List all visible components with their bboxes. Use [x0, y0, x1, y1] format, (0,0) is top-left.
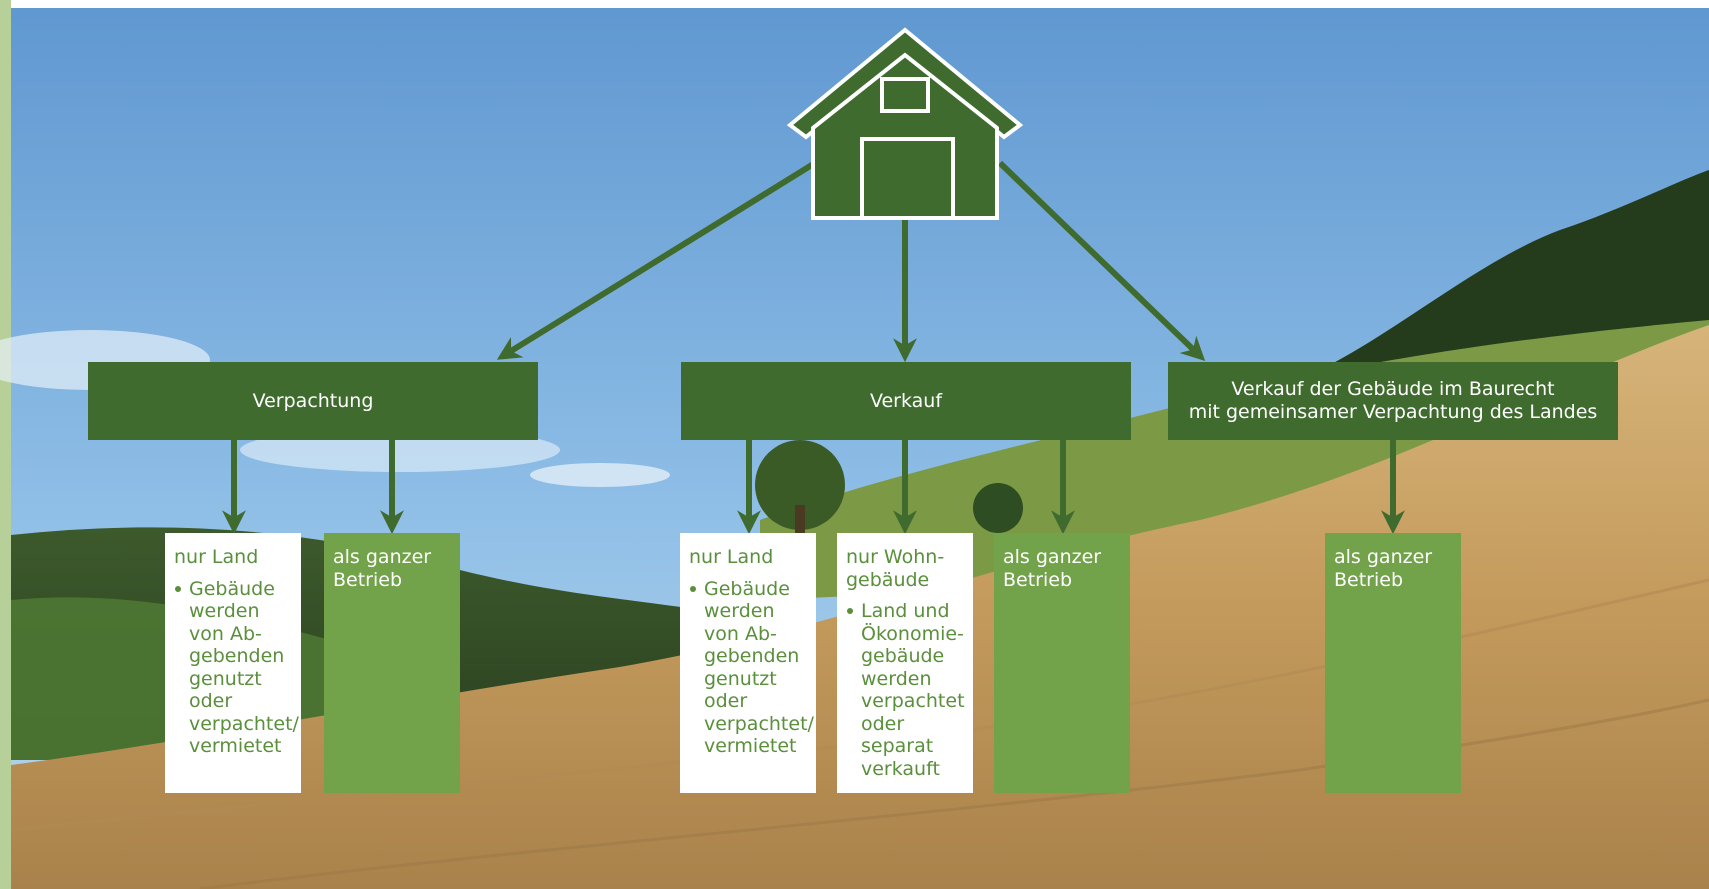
- connector-arrows: [222, 160, 1405, 535]
- leaf-title: als ganzer Betrieb: [1334, 546, 1433, 591]
- branch-title-verkauf: Verkauf: [869, 389, 943, 412]
- branch-title-verpachtung: Verpachtung: [252, 389, 374, 412]
- leaf-verpachtung-ganzer-betrieb: als ganzer Betrieb: [324, 533, 460, 793]
- leaf-verpachtung-nur-land: nur Land Gebäude werden von Ab- gebenden…: [165, 533, 301, 793]
- leaf-bullet: Land und Ökonomie- gebäude werden verpac…: [846, 600, 965, 780]
- arrow-to-verpachtung: [496, 160, 817, 360]
- leaf-verkauf-nur-land: nur Land Gebäude werden von Ab- gebenden…: [680, 533, 816, 793]
- arrow-to-baurecht: [997, 160, 1206, 361]
- branch-verkauf: Verkauf: [681, 362, 1131, 440]
- leaf-baurecht-ganzer-betrieb: als ganzer Betrieb: [1325, 533, 1461, 793]
- leaf-title: nur Land: [174, 546, 259, 568]
- leaf-bullet: Gebäude werden von Ab- gebenden genutzt …: [689, 578, 814, 758]
- leaf-bullet-list: Land und Ökonomie- gebäude werden verpac…: [846, 600, 965, 780]
- leaf-title: nur Wohn- gebäude: [846, 546, 945, 591]
- leaf-title: als ganzer Betrieb: [333, 546, 432, 591]
- branch-baurecht: Verkauf der Gebäude im Baurecht mit geme…: [1168, 362, 1618, 440]
- leaf-bullet-list: Gebäude werden von Ab- gebenden genutzt …: [174, 578, 299, 758]
- leaf-bullet: Gebäude werden von Ab- gebenden genutzt …: [174, 578, 299, 758]
- leaf-title: nur Land: [689, 546, 774, 568]
- branch-title-baurecht: Verkauf der Gebäude im Baurecht mit geme…: [1188, 378, 1598, 423]
- barn-house-icon: [786, 27, 1024, 220]
- branch-verpachtung: Verpachtung: [88, 362, 538, 440]
- leaf-verkauf-ganzer-betrieb: als ganzer Betrieb: [994, 533, 1130, 793]
- leaf-title: als ganzer Betrieb: [1003, 546, 1102, 591]
- leaf-bullet-list: Gebäude werden von Ab- gebenden genutzt …: [689, 578, 814, 758]
- leaf-verkauf-nur-wohngebaeude: nur Wohn- gebäude Land und Ökonomie- geb…: [837, 533, 973, 793]
